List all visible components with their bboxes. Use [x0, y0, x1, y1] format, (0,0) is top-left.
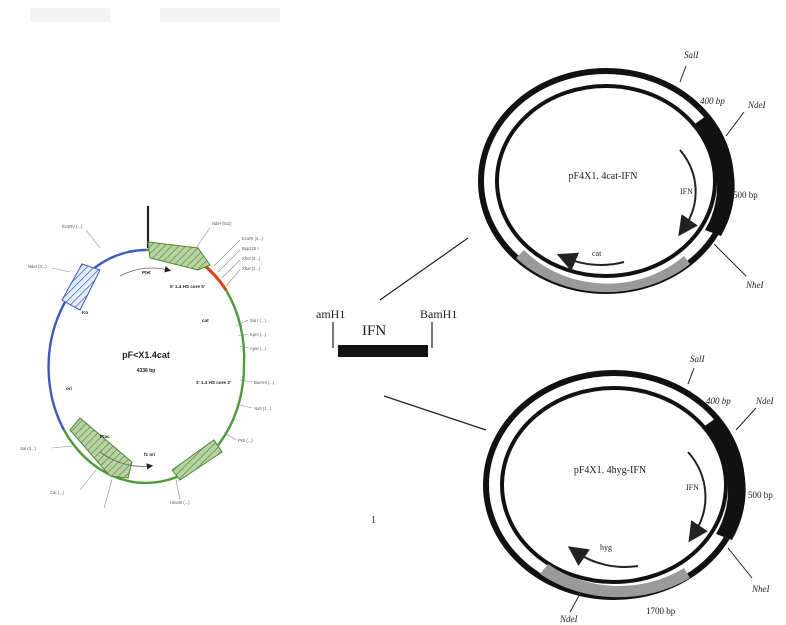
- left-plasmid-size: 4336 bp: [137, 368, 156, 374]
- bottom-dist-400: 400 bp: [706, 396, 731, 406]
- bottom-ndei-tick: [735, 407, 757, 431]
- site-label-15: Cat (...): [50, 490, 65, 495]
- bottom-hyg-arrow: [567, 546, 639, 568]
- gene-block-bottom-right: [171, 439, 223, 481]
- top-marker-label: cat: [592, 249, 602, 258]
- bottom-marker-label: hyg: [600, 543, 612, 552]
- backbone-blue-arc: [47, 248, 147, 431]
- bottom-ndei2-tick: [569, 593, 581, 613]
- site-label-4: XbaI (1...): [242, 266, 261, 271]
- bottom-sali-tick: [687, 367, 695, 385]
- top-plasmid-name: pF4X1. 4cat-IFN: [569, 171, 638, 182]
- site-label-14: Sal (3...): [20, 446, 36, 451]
- insert-left-site: amH1: [316, 307, 345, 321]
- bottom-site-ndei-2: NdeI: [559, 614, 578, 624]
- ifn-insert-fragment: amH1 BamH1 IFN: [316, 307, 457, 357]
- left-plasmid-name: pF<X1.4cat: [122, 350, 170, 360]
- inner-label-3: 3' 1.4 HS core 3': [196, 380, 231, 385]
- left-plasmid-map: NdeI (511) EcoRI (4...) Bsp120 I XhoI (4…: [20, 206, 275, 509]
- top-nhei-tick: [713, 243, 747, 277]
- bottom-right-plasmid-map: SalI NdeI NheI NdeI 400 bp 500 bp 1700 b…: [483, 354, 774, 624]
- ori-block: [61, 263, 101, 311]
- inner-arrow-top: [119, 266, 172, 277]
- bottom-site-sali: SalI: [690, 354, 706, 364]
- site-label-7: ApaI (...): [250, 346, 267, 351]
- bottom-nhei-tick: [727, 547, 753, 579]
- top-sali-tick: [679, 65, 687, 83]
- bottom-dist-500: 500 bp: [748, 490, 773, 500]
- bottom-plasmid-name: pF4X1. 4hyg-IFN: [574, 465, 646, 476]
- site-label-6: KpnI (...): [250, 332, 267, 337]
- bottom-site-nhei: NheI: [751, 584, 770, 594]
- header-smudge-right: [160, 8, 280, 22]
- stray-page-mark: 1: [371, 515, 376, 526]
- top-ifn-arrow: [678, 149, 698, 237]
- inner-label-7: Ptac: [100, 434, 110, 439]
- header-smudge-left: [30, 8, 110, 22]
- insert-bar: [338, 345, 428, 357]
- inner-label-6: f1 ori: [144, 452, 155, 457]
- top-site-nhei: NheI: [745, 280, 764, 290]
- site-label-5: Sal I (...): [250, 318, 266, 323]
- top-site-sali: SalI: [684, 50, 700, 60]
- top-ndei-tick: [725, 111, 745, 137]
- inner-label-2: cat: [202, 318, 209, 323]
- inner-label-0: Ptet: [142, 270, 151, 275]
- top-plasmid-marker-segment: [516, 250, 690, 293]
- backbone-green-arc-right: [224, 289, 246, 366]
- connector-to-bottom-plasmid: [383, 395, 487, 431]
- gene-block-bottom-left: [69, 417, 133, 479]
- top-dist-500: 500 bp: [733, 190, 758, 200]
- inner-feature-labels: Ptet 5' 1.4 HS core 5' cat 3' 1.4 HS cor…: [66, 270, 231, 457]
- backbone-green-arc-bottom: [62, 364, 246, 485]
- top-plasmid-inner-ring: [495, 84, 717, 278]
- top-plasmid-insert-segment: [692, 116, 735, 236]
- site-label-1: EcoRI (4...): [242, 236, 264, 241]
- insert-right-site: BamH1: [420, 307, 457, 321]
- bottom-plasmid-inner-ring: [500, 386, 728, 584]
- inner-label-1: 5' 1.4 HS core 5': [170, 284, 205, 289]
- inner-label-4: Kn: [82, 310, 88, 315]
- site-label-3: XhoI (4...): [242, 256, 261, 261]
- site-label-11: HindIII (...): [170, 500, 190, 505]
- top-site-ndei: NdeI: [747, 100, 766, 110]
- site-label-2: Bsp120 I: [242, 246, 259, 251]
- bottom-dist-1700: 1700 bp: [646, 606, 676, 616]
- top-dist-400: 400 bp: [700, 96, 725, 106]
- gene-block-top: [147, 241, 211, 271]
- site-label-9: NotI (1...): [254, 406, 272, 411]
- connector-to-top-plasmid: [379, 237, 469, 301]
- bottom-plasmid-marker-segment: [540, 564, 690, 598]
- inner-arrow-bottom: [99, 451, 154, 470]
- bottom-ifn-arrow: [687, 451, 708, 543]
- site-label-0: NdeI (511): [212, 221, 232, 226]
- insert-label: IFN: [362, 323, 386, 339]
- site-label-13: NdeI (3...): [28, 264, 47, 269]
- site-tiny-labels: NdeI (511) EcoRI (4...) Bsp120 I XhoI (4…: [20, 221, 275, 505]
- inner-label-5: ori: [66, 386, 72, 391]
- top-right-plasmid-map: SalI NdeI NheI 400 bp 500 bp pF4X1. 4cat…: [478, 50, 766, 294]
- site-label-10: PstI (...): [238, 438, 253, 443]
- bottom-plasmid-insert-segment: [702, 418, 746, 540]
- site-label-12: EcoRV (...): [62, 224, 83, 229]
- bottom-gene-label: IFN: [686, 483, 699, 492]
- site-label-8: BamHI (...): [254, 380, 275, 385]
- bottom-site-ndei: NdeI: [755, 396, 774, 406]
- top-gene-label: IFN: [680, 187, 693, 196]
- site-leader-lines: [51, 227, 253, 509]
- top-cat-arrow: [556, 252, 625, 272]
